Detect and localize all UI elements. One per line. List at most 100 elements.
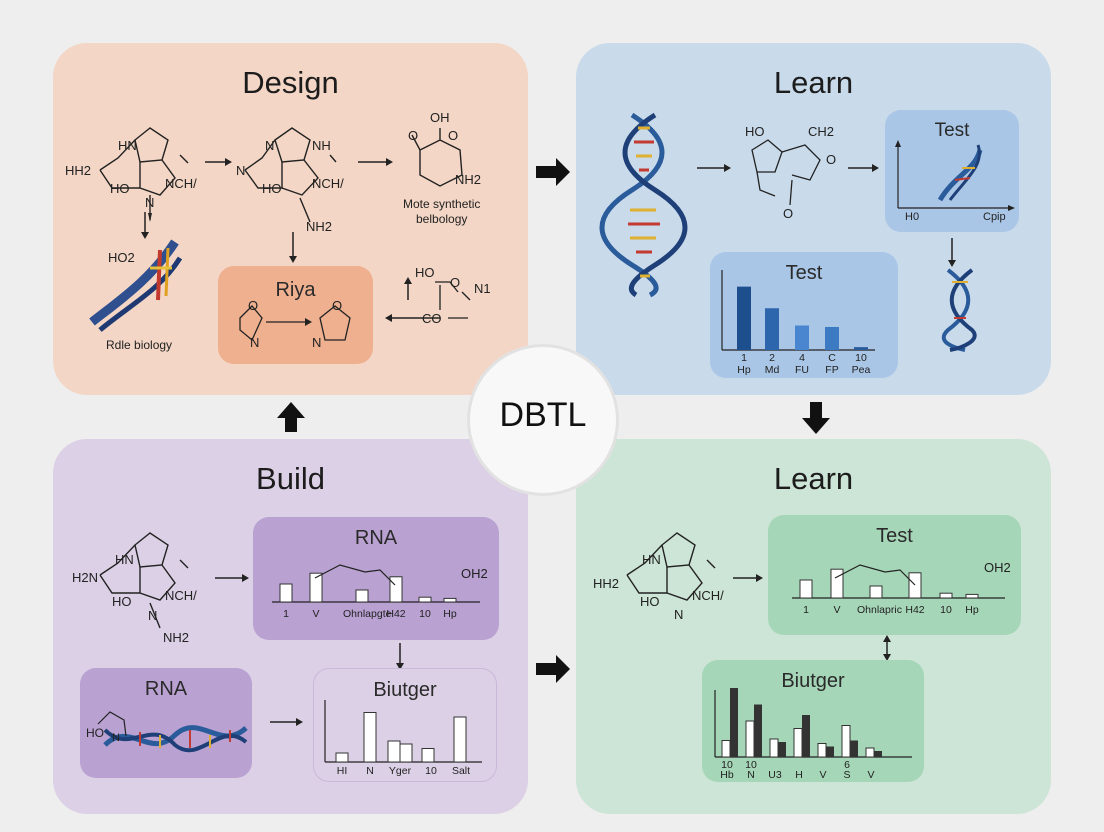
learn-title-top: Learn: [773, 65, 854, 100]
biutger-build-bar: [421, 748, 435, 763]
riya-n2: N: [312, 335, 322, 350]
test-box-top-x-right: Cpip: [983, 211, 1006, 223]
biutger-green-bar-dark: [730, 688, 738, 757]
mol-d-o: O: [450, 275, 461, 290]
flow-arrow-up: [277, 402, 305, 432]
dbtl-center: DBTL: [467, 344, 637, 496]
test-green-bar: [799, 579, 813, 599]
build-mol-ho: HO: [112, 594, 132, 609]
mol-b-ho: HO: [262, 181, 282, 196]
rna-chart-title: RNA: [354, 527, 398, 549]
biutger-build-bar: [453, 716, 467, 763]
test-green-bar: [939, 592, 953, 599]
test-chart-tick-label: FP: [825, 364, 839, 376]
mol-a-nch: NCH/: [165, 176, 197, 191]
mol-c-o: O: [408, 128, 419, 143]
mol-c-nh2: NH2: [455, 172, 482, 187]
biutger-build-bar: [399, 743, 413, 763]
rna-chart-oh2: OH2: [461, 566, 488, 581]
test-chart-tick: 2: [769, 352, 775, 364]
biutger-green-tick-label: H: [795, 769, 803, 781]
biutger-green-tick-label: Hb: [720, 769, 734, 781]
test-chart-tick: 4: [799, 352, 805, 364]
rna-dna-box: RNA: [80, 668, 252, 778]
test-box-top-title: Test: [934, 120, 970, 141]
learn-top-ho: HO: [745, 124, 765, 139]
riya-n: N: [250, 335, 260, 350]
rna-chart-tick: V: [312, 608, 320, 620]
mol-d-n1: N1: [474, 281, 491, 296]
test-chart-tick: 10: [855, 352, 867, 364]
rna-chart-bar: [309, 572, 323, 603]
biutger-green-bar-dark: [754, 704, 762, 757]
test-chart-tick-label: Md: [764, 364, 780, 376]
mol-b-n: N: [265, 138, 275, 153]
learn-bottom-mol-nch: NCH/: [692, 588, 724, 603]
mol-b-n2: N: [236, 163, 246, 178]
biutger-green-tick-label: S: [843, 769, 851, 781]
dbtl-circle: [467, 344, 619, 496]
mol-a-n: N: [145, 195, 155, 210]
test-green-bar: [908, 572, 922, 599]
test-chart-tick: C: [828, 352, 836, 364]
chart-curve: [314, 564, 396, 586]
biutger-green-tick: 10: [745, 759, 757, 771]
build-mol-nh2: NH2: [163, 630, 190, 645]
test-green-tick: V: [833, 604, 841, 616]
biutger-green-tick-label: U3: [768, 769, 782, 781]
mol-c-o2: O: [448, 128, 459, 143]
mol-c-oh: OH: [430, 110, 450, 125]
biutger-build-bar: [363, 712, 377, 763]
biutger-green-bar-dark: [802, 715, 810, 757]
mol-a-ho: HO: [110, 181, 130, 196]
rna-chart-tick: Ohnlapgte: [343, 608, 392, 620]
flow-arrow-right-bottom: [536, 655, 570, 683]
test-green-tick: Hp: [965, 604, 979, 616]
rna-chart-tick: Hp: [443, 608, 457, 620]
test-green-bar: [869, 585, 883, 599]
test-green-tick: H42: [905, 604, 925, 616]
mol-d-co: CO: [422, 311, 442, 326]
biutger-green-tick-label: N: [747, 769, 755, 781]
test-green-tick: 1: [803, 604, 809, 616]
biutger-green-bar-dark: [874, 751, 882, 757]
riya-title: Riya: [275, 279, 316, 301]
flow-arrow-down: [802, 402, 830, 434]
biutger-build-tick: Yger: [388, 765, 412, 777]
rna-chart-tick: 1: [283, 608, 289, 620]
biutger-green-bar-dark: [778, 742, 786, 757]
test-chart-box-green: Test: [768, 515, 1021, 635]
learn-bottom-mol-hh2: HH2: [593, 576, 620, 591]
test-box-top: Test: [885, 110, 1019, 232]
biutger-build-tick: N: [366, 765, 374, 777]
biutger-green-bar-dark: [850, 740, 858, 757]
learn-top-ch2: CH2: [808, 124, 835, 139]
biutger-box-green: Biutger: [702, 660, 924, 782]
test-chart-bar: [854, 347, 868, 350]
build-title: Build: [256, 461, 325, 496]
mol-c-caption-2: belbology: [416, 212, 468, 226]
mol-b-nch: NCH/: [312, 176, 344, 191]
learn-top-o2: O: [783, 206, 794, 221]
test-chart-tick-label: FU: [795, 364, 809, 376]
rna-chart-bar: [279, 583, 293, 603]
test-box-top-x-left: H0: [905, 211, 920, 223]
biutger-build-tick: HI: [336, 765, 348, 777]
biutger-green-title: Biutger: [781, 670, 845, 692]
test-green-bar: [830, 568, 844, 599]
test-green-title: Test: [876, 525, 913, 547]
biutger-build-tick: 10: [425, 765, 437, 777]
biutger-green-tick: 6: [844, 759, 850, 771]
rna-chart-bar: [355, 589, 369, 603]
biutger-green-tick-label: V: [819, 769, 827, 781]
biutger-build-title: Biutger: [373, 679, 437, 701]
